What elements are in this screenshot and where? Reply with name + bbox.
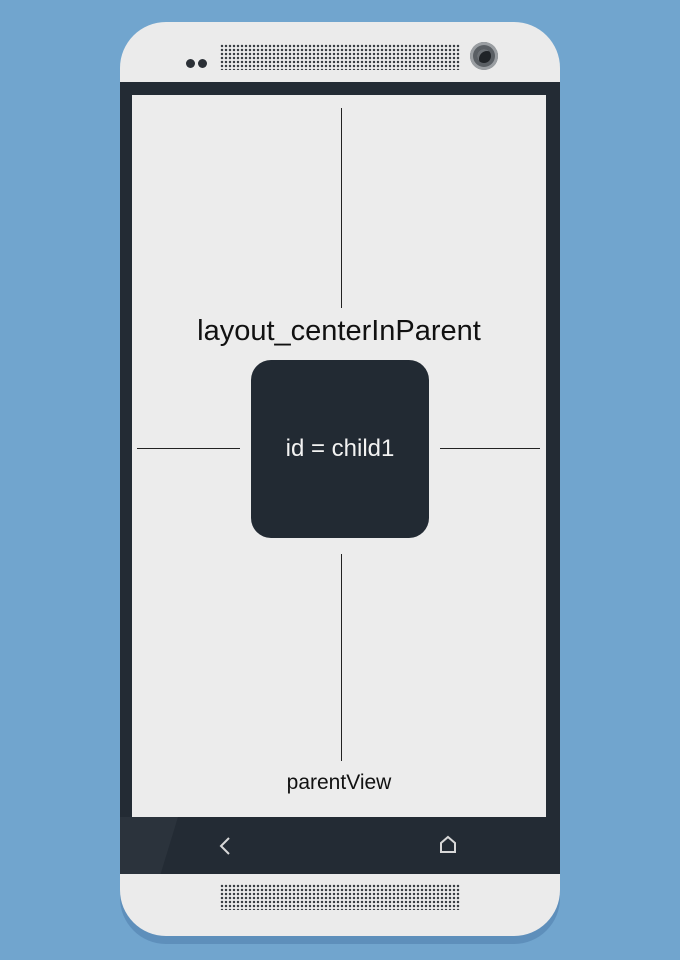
navbar-glare <box>120 817 178 874</box>
back-chevron-icon[interactable] <box>216 835 236 857</box>
navigation-bar <box>120 817 560 874</box>
top-speaker-grille <box>220 44 460 70</box>
parent-view: layout_centerInParent id = child1 parent… <box>132 95 546 817</box>
child-view-box: id = child1 <box>251 360 429 538</box>
right-constraint-line <box>440 448 540 449</box>
bottom-speaker-grille <box>220 884 460 910</box>
bottom-constraint-line <box>341 554 342 761</box>
phone-device: layout_centerInParent id = child1 parent… <box>120 22 560 936</box>
attribute-label: layout_centerInParent <box>197 315 481 347</box>
left-constraint-line <box>137 448 240 449</box>
screen-bezel: layout_centerInParent id = child1 parent… <box>120 82 560 874</box>
parent-view-label: parentView <box>286 771 392 794</box>
home-icon[interactable] <box>438 834 458 856</box>
top-constraint-line <box>341 108 342 308</box>
child-view-label: id = child1 <box>285 435 395 462</box>
sensor-dots <box>186 59 210 69</box>
front-camera-icon <box>470 42 498 70</box>
